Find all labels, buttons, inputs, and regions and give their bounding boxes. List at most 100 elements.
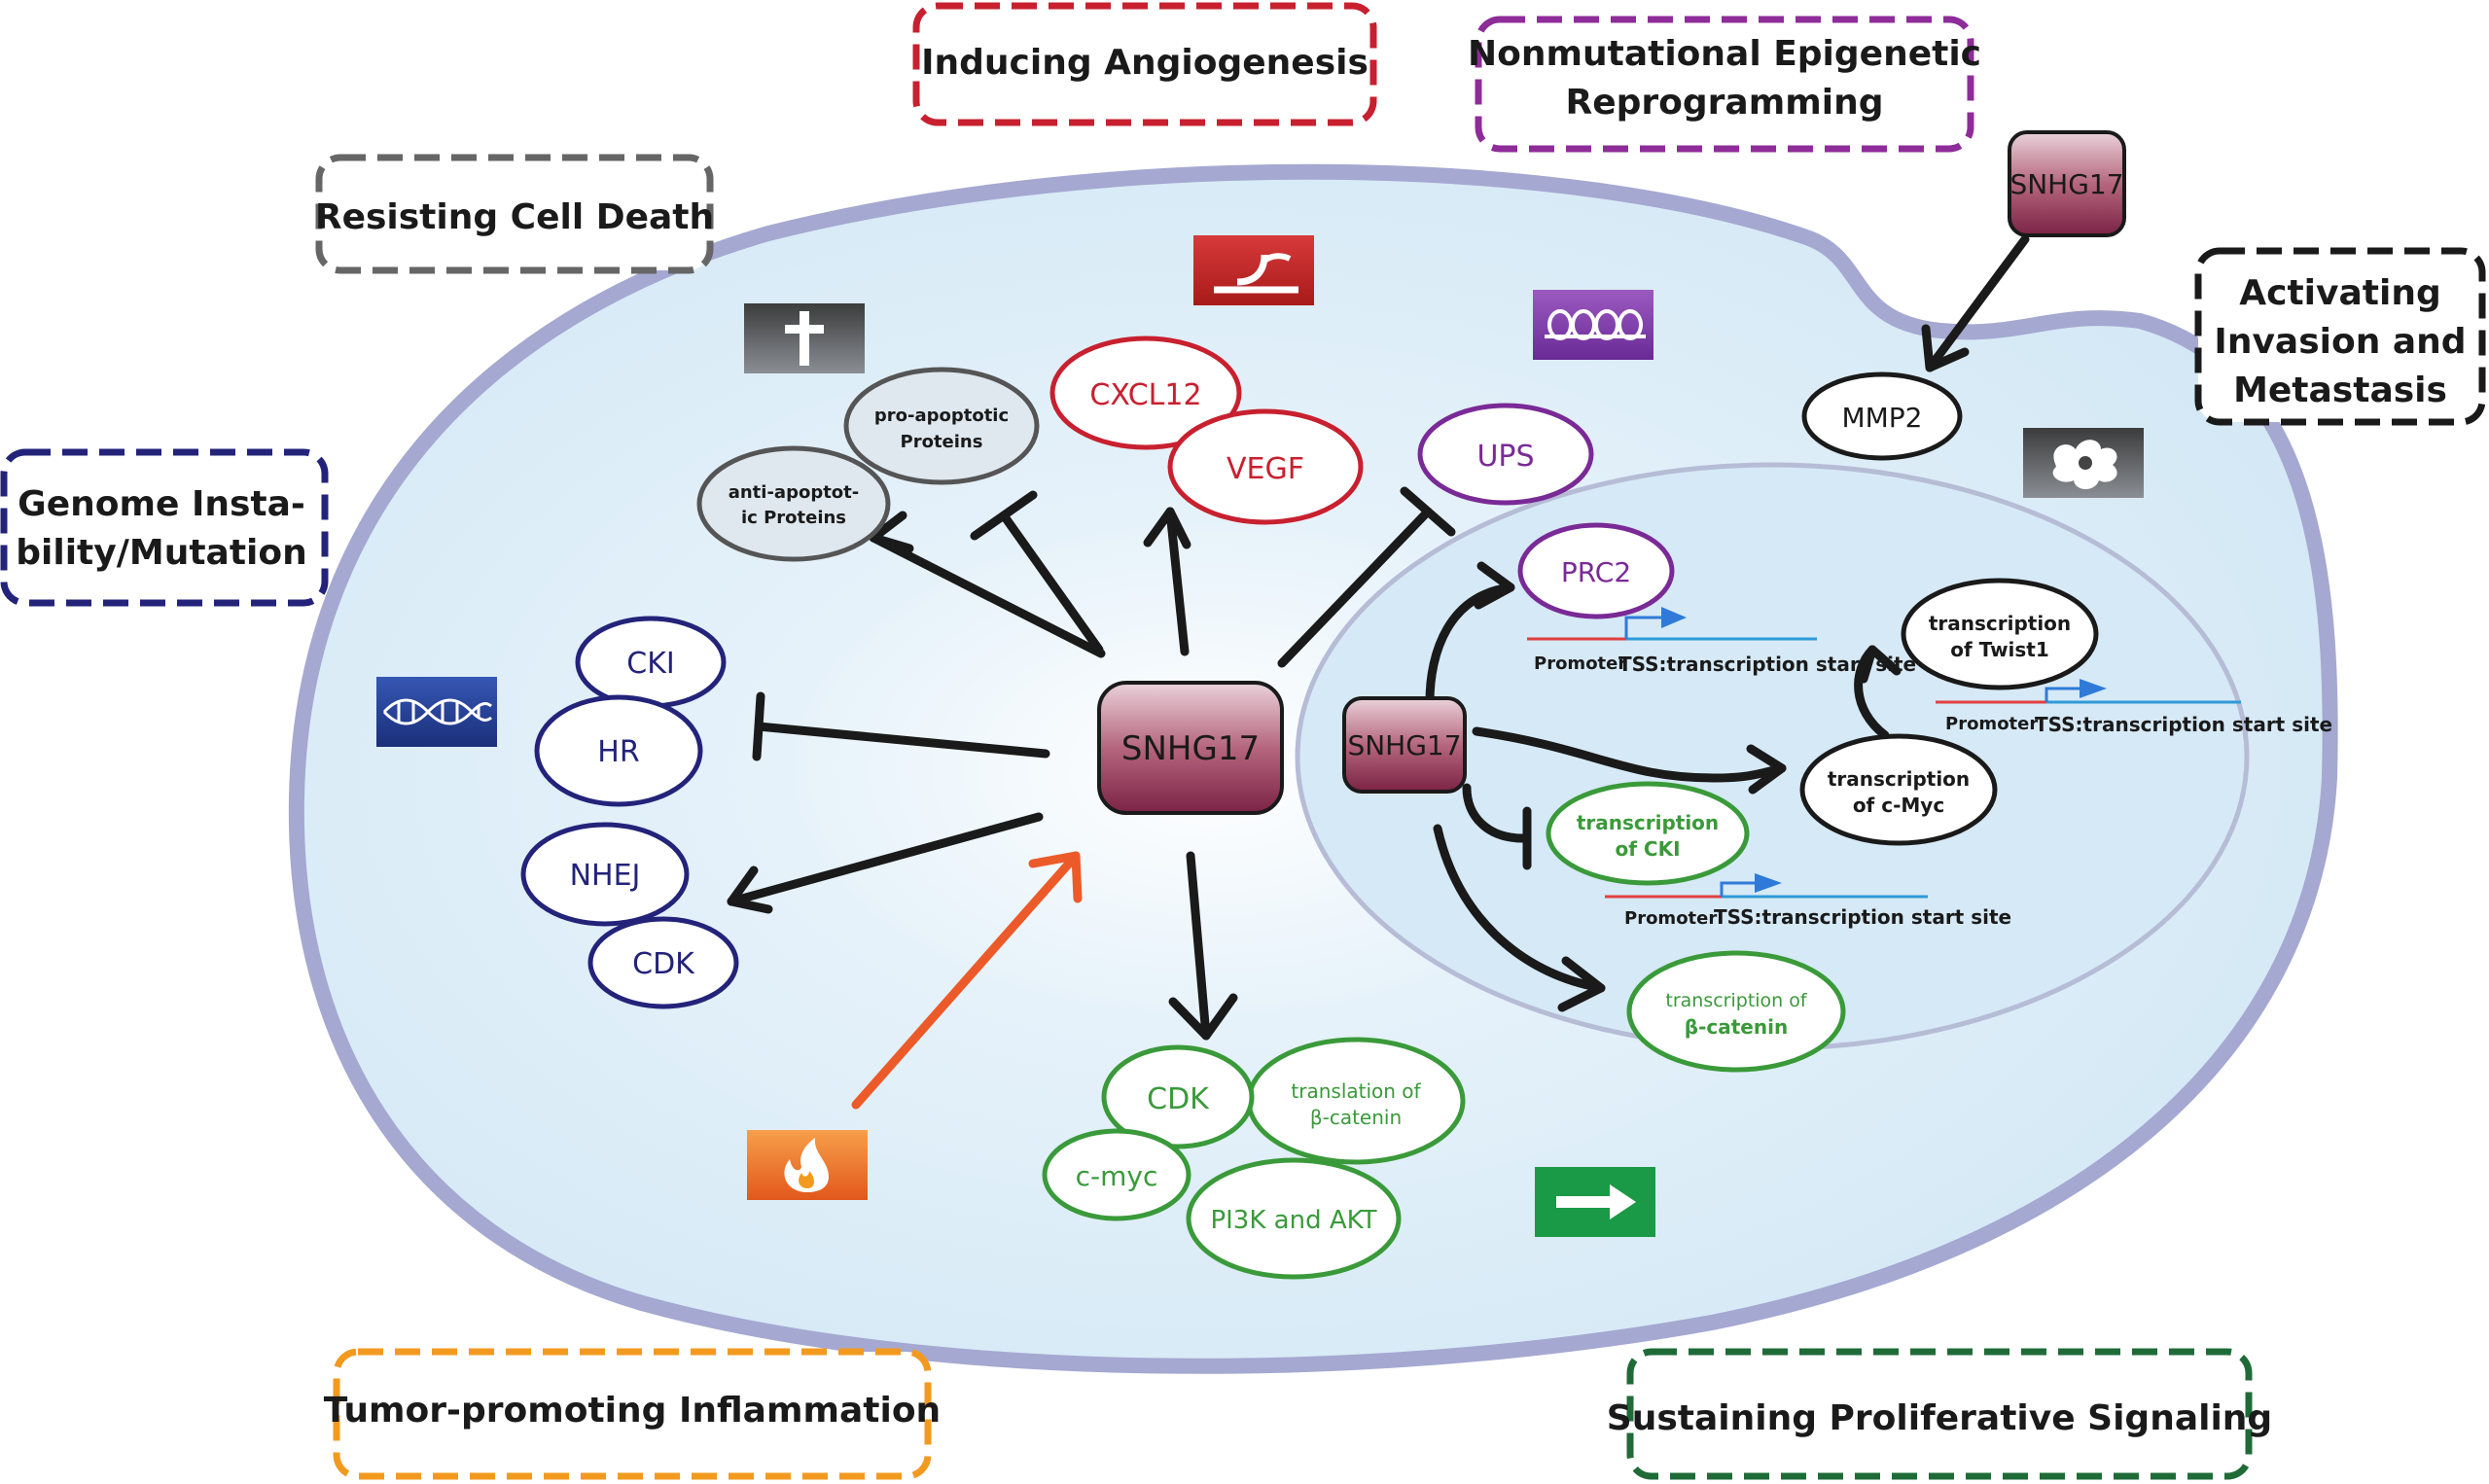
snhg17-center-node: SNHG17 [1097,681,1284,815]
hr-label: HR [597,735,639,769]
arrow-to-cmyc [1472,726,1787,783]
arrow-to-bcatenin-head [1557,956,1606,1012]
transcription-bcatenin-node: transcription of β-catenin [1626,950,1846,1073]
arrow-to-prc2 [1425,583,1515,707]
arrow-to-anti-apoptotic [869,533,1106,658]
mmp2-label: MMP2 [1841,402,1922,434]
anti-apoptotic-node: anti-apoptot- ic Proteins [696,445,891,562]
inhibit-ups [1277,507,1433,668]
arrow-to-bcatenin [1433,824,1606,993]
hallmark-inflammation-label: Tumor-promoting Inflammation [324,1391,941,1431]
transcription-twist1-node: transcription of Twist1 [1901,578,2099,690]
promoter-strip-3: Promoter TSS:transcription start site [1605,873,2011,929]
inhibit-pro-apoptotic-bar [970,490,1038,541]
arrow-to-cxcl12-head [1143,507,1191,549]
snhg17-invasion-node: SNHG17 [2008,130,2126,237]
pro-apoptotic-node: pro-apoptotic Proteins [843,367,1040,485]
mmp2-node: MMP2 [1801,371,1963,461]
twist1-label-2: of Twist1 [1950,638,2049,661]
inhibit-genome-bar [752,691,765,761]
cdk-prolif-node: CDK [1101,1044,1255,1149]
arrow-to-prc2-head [1474,561,1515,610]
promoter-label-1: Promoter [1534,654,1626,674]
cki-genome-node: CKI [575,616,727,709]
hallmark-inflammation: Tumor-promoting Inflammation [324,1348,941,1480]
hallmark-invasion: Activating Invasion and Metastasis [2194,247,2486,426]
bcatenin-nucleus-label-1: transcription of [1665,990,1808,1011]
vegf-label: VEGF [1227,452,1304,486]
cxcl12-label: CXCL12 [1089,378,1201,412]
hallmark-genome-label-2: bility/Mutation [16,533,306,573]
snhg17-nucleus-label: SNHG17 [1347,729,1461,761]
pi3k-akt-label: PI3K and AKT [1210,1206,1376,1235]
inhibit-ups-bar [1400,486,1456,537]
cmyc-label-1: transcription [1828,767,1970,791]
hallmark-invasion-label-1: Activating [2239,273,2440,313]
arrow-to-cxcl12 [1165,507,1190,656]
arrow-cmyc-to-twist1-head [1859,645,1902,684]
inhibit-genome [754,722,1050,759]
hallmark-angiogenesis: Inducing Angiogenesis [912,2,1377,126]
hallmark-cell-death: Resisting Cell Death [315,154,714,274]
translation-bcatenin-node: translation of β-catenin [1246,1037,1466,1165]
arrow-snhg17-to-mmp2 [1925,234,2030,372]
hallmark-genome: Genome Insta- bility/Mutation [0,448,329,607]
tss-label-3: TSS:transcription start site [1714,905,2011,929]
tss-label-2: TSS:transcription start site [2035,713,2332,736]
cdk-prolif-label: CDK [1147,1082,1210,1116]
arrow-to-proliferation [1186,851,1211,1041]
transcription-cki-node: transcription of CKI [1546,781,1750,886]
arrow-right-icon [1535,1167,1655,1237]
arrow-to-cmyc-head [1746,744,1787,795]
anti-apoptotic-label-2: ic Proteins [741,508,846,528]
hallmark-invasion-label-3: Metastasis [2233,371,2447,410]
hallmark-proliferative: Sustaining Proliferative Signaling [1607,1348,2272,1480]
pi3k-akt-node: PI3K and AKT [1186,1157,1402,1280]
prc2-node: PRC2 [1517,522,1675,619]
promoter-label-3: Promoter [1624,908,1717,929]
hallmark-proliferative-label: Sustaining Proliferative Signaling [1607,1398,2272,1438]
ups-node: UPS [1417,403,1594,506]
cxcl12-node: CXCL12 [1049,336,1242,450]
vegf-node: VEGF [1167,408,1364,525]
prc2-label: PRC2 [1561,556,1631,588]
amoeboid-cell-icon [2023,428,2144,498]
hallmark-cell-death-label: Resisting Cell Death [315,197,714,237]
inhibit-pro-apoptotic [999,511,1104,654]
flame-icon [747,1130,868,1200]
cdk-genome-node: CDK [587,916,739,1009]
arrow-snhg17-to-mmp2-head [1921,324,1970,372]
cmyc-label-2: of c-Myc [1853,794,1944,817]
arrow-inflammation-to-snhg17-head [1028,851,1083,903]
hr-node: HR [534,694,703,807]
hallmark-epigenetic-label-1: Nonmutational Epigenetic [1468,34,1981,74]
arrow-to-nhej [727,812,1044,906]
promoter-label-2: Promoter [1945,714,2038,734]
cross-icon [744,303,865,373]
dna-helix-icon [376,677,497,747]
snhg17-nucleus-node: SNHG17 [1342,696,1467,794]
hallmark-invasion-label-2: Invasion and [2214,322,2466,362]
tss-label-1: TSS:transcription start site [1618,653,1916,676]
nhej-label: NHEJ [570,859,641,893]
twist1-label-1: transcription [1929,612,2071,635]
cmyc-prolif-label: c-myc [1076,1160,1158,1192]
vessel-branch-icon [1193,235,1314,305]
bcatenin-nucleus-label-2: β-catenin [1685,1015,1788,1039]
translation-bcatenin-label-2: β-catenin [1310,1106,1402,1129]
pro-apoptotic-label-1: pro-apoptotic [874,406,1009,426]
promoter-strip-1: Promoter TSS:transcription start site [1527,607,1916,676]
pro-apoptotic-label-2: Proteins [901,432,983,452]
promoter-strip-2: Promoter TSS:transcription start site [1936,679,2332,736]
cki-nucleus-label-1: transcription [1577,811,1719,834]
cki-nucleus-label-2: of CKI [1615,837,1680,861]
arrow-to-proliferation-head [1168,993,1238,1041]
cdk-genome-label: CDK [632,947,695,981]
snhg17-invasion-label: SNHG17 [2009,168,2123,200]
histone-coil-icon [1533,290,1653,360]
inhibit-transcription-cki [1462,783,1528,843]
arrow-to-anti-apoptotic-head [869,511,914,553]
hallmark-genome-label-1: Genome Insta- [18,484,305,524]
hallmark-angiogenesis-label: Inducing Angiogenesis [921,43,1369,83]
